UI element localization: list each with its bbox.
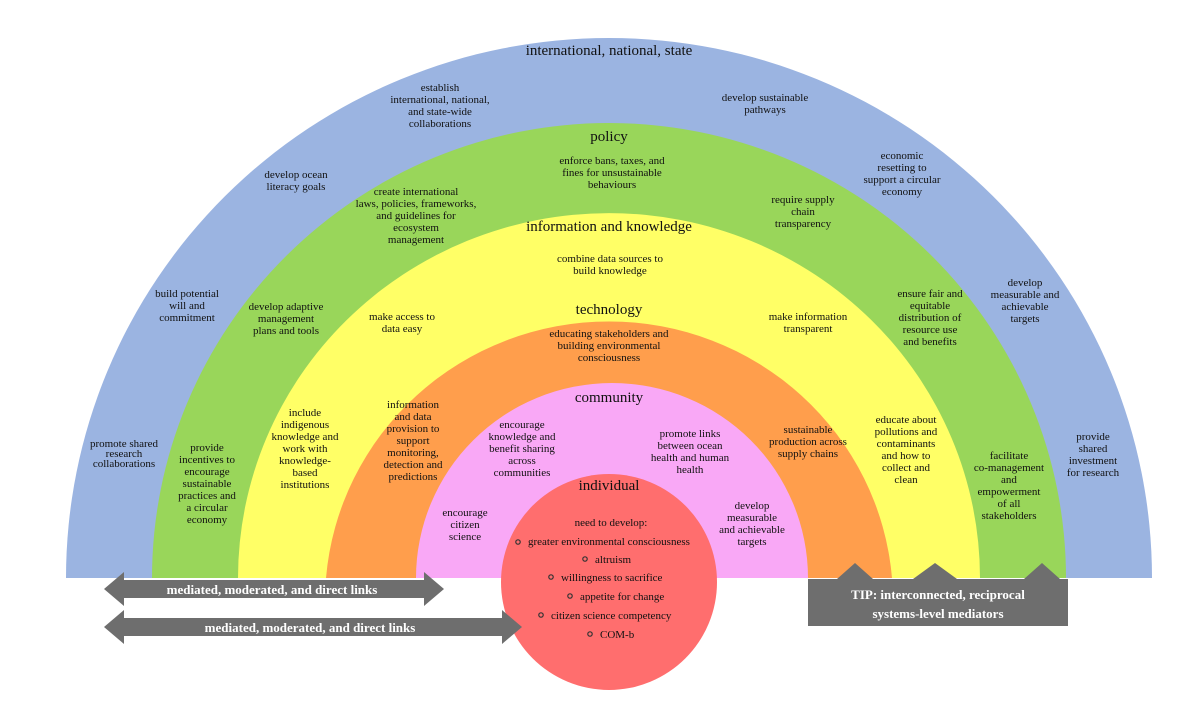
tip-box bbox=[808, 563, 1068, 626]
individual-item: citizen science competency bbox=[551, 610, 672, 622]
heading-policy: policy bbox=[590, 129, 628, 145]
bullet-icon bbox=[515, 539, 521, 545]
individual-item: COM-b bbox=[600, 629, 635, 641]
individual-item: altruism bbox=[595, 554, 631, 566]
individual-item: greater environmental consciousness bbox=[528, 536, 690, 548]
heading-technology: technology bbox=[576, 302, 643, 318]
arrow-lower-label: mediated, moderated, and direct links bbox=[205, 620, 416, 635]
bullet-icon bbox=[567, 593, 573, 599]
heading-community: community bbox=[575, 390, 644, 406]
heading-international: international, national, state bbox=[526, 43, 693, 59]
bullet-icon bbox=[582, 556, 588, 562]
bullet-icon bbox=[548, 574, 554, 580]
individual-subtitle: need to develop: bbox=[575, 517, 648, 529]
bullet-icon bbox=[587, 631, 593, 637]
individual-item: willingness to sacrifice bbox=[561, 572, 663, 584]
heading-information: information and knowledge bbox=[526, 219, 692, 235]
double-arrow-lower bbox=[104, 610, 522, 644]
individual-circle bbox=[501, 474, 717, 690]
double-arrow-upper bbox=[104, 572, 444, 606]
individual-item: appetite for change bbox=[580, 591, 664, 603]
heading-individual: individual bbox=[579, 478, 640, 494]
arrow-upper-label: mediated, moderated, and direct links bbox=[167, 582, 378, 597]
bullet-icon bbox=[538, 612, 544, 618]
